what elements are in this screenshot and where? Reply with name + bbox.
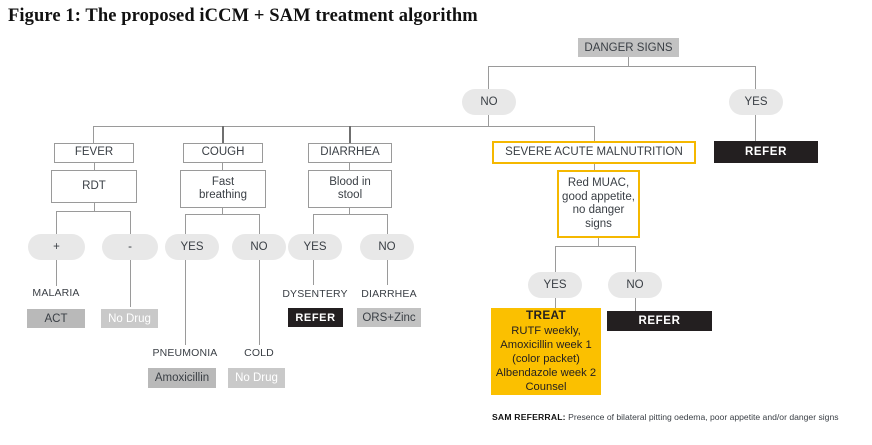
connector-cough-test-stem <box>222 208 223 214</box>
connector-no-stem <box>488 115 489 126</box>
result-diarrhea-yes: YES <box>288 234 342 260</box>
treatment-ors-zinc: ORS+Zinc <box>357 308 421 327</box>
footnote-label: SAM REFERRAL: <box>492 412 566 422</box>
node-refer-danger-signs: REFER <box>714 141 818 163</box>
treat-line2: Amoxicillin week 1 <box>500 338 592 351</box>
connector-rdt-bus <box>56 211 131 212</box>
treat-header: TREAT <box>526 308 566 323</box>
connector-dysentery-stem <box>313 260 314 285</box>
footnote: SAM REFERRAL: Presence of bilateral pitt… <box>492 412 839 422</box>
outcome-cold: COLD <box>244 347 274 359</box>
connector-rdt-stem <box>94 203 95 211</box>
outcome-pneumonia: PNEUMONIA <box>152 347 218 359</box>
outcome-diarrhea-simple: DIARRHEA <box>361 288 417 300</box>
outcome-malaria: MALARIA <box>32 287 80 299</box>
cough-test-line2: breathing <box>199 189 247 201</box>
connector-cough-to-test <box>222 163 223 170</box>
connector-bus-to-sam <box>594 126 595 141</box>
sam-criteria-line2: good appetite, <box>562 190 635 203</box>
footnote-text: Presence of bilateral pitting oedema, po… <box>565 412 839 422</box>
decision-no: NO <box>462 89 516 115</box>
connector-sam-to-yes <box>555 246 556 272</box>
result-rdt-negative: - <box>102 234 158 260</box>
node-diarrhea: DIARRHEA <box>308 143 392 163</box>
outcome-dysentery: DYSENTERY <box>282 288 348 300</box>
result-rdt-positive: + <box>28 234 85 260</box>
connector-sam-no-to-refer <box>635 298 636 311</box>
connector-cough-bus <box>185 214 260 215</box>
figure-title: Figure 1: The proposed iCCM + SAM treatm… <box>8 6 478 26</box>
diarrhea-test-line1: Blood in <box>329 175 371 188</box>
node-danger-signs: DANGER SIGNS <box>578 38 679 57</box>
result-diarrhea-no: NO <box>360 234 414 260</box>
treatment-amoxicillin: Amoxicillin <box>148 368 216 388</box>
connector-sam-yes-to-treat <box>555 298 556 308</box>
node-sam-refer: REFER <box>607 311 712 331</box>
connector-cough-to-no <box>259 214 260 234</box>
node-sam-treat: TREAT RUTF weekly, Amoxicillin week 1 (c… <box>491 308 601 395</box>
result-cough-no: NO <box>232 234 286 260</box>
connector-root-stem <box>628 57 629 66</box>
connector-root-to-yes <box>755 66 756 89</box>
connector-positive-to-malaria <box>56 260 57 286</box>
connector-diarrhea-to-yes <box>313 214 314 234</box>
treatment-act: ACT <box>27 309 85 328</box>
treat-line5: Counsel <box>525 381 567 394</box>
result-cough-yes: YES <box>165 234 219 260</box>
connector-bus-to-cough <box>222 126 224 143</box>
node-severe-acute-malnutrition: SEVERE ACUTE MALNUTRITION <box>492 141 696 164</box>
sam-criteria-line1: Red MUAC, <box>567 177 630 189</box>
connector-bus-to-fever <box>93 126 94 143</box>
node-sam-criteria: Red MUAC, good appetite, no danger signs <box>557 170 640 238</box>
diarrhea-test-line2: stool <box>337 189 363 201</box>
connector-rdt-to-negative <box>130 211 131 234</box>
connector-cough-yes-to-pneumonia <box>185 260 186 345</box>
treatment-cold-no-drug: No Drug <box>228 368 285 388</box>
connector-sam-criteria-stem <box>598 238 599 246</box>
node-cough-fast-breathing: Fast breathing <box>180 170 266 208</box>
treat-line3: (color packet) <box>512 353 580 365</box>
treat-line4: Albendazole week 2 <box>495 367 597 380</box>
connector-root-split <box>488 66 756 67</box>
connector-negative-to-nodrug <box>130 260 131 307</box>
connector-diarrhea-to-test <box>349 163 350 170</box>
cough-test-line1: Fast <box>211 175 235 188</box>
result-sam-no: NO <box>608 272 662 298</box>
connector-cough-no-to-cold <box>259 260 260 345</box>
connector-cough-to-yes <box>185 214 186 234</box>
sam-criteria-line3: no danger <box>572 204 625 216</box>
connector-yes-to-refer <box>755 115 756 141</box>
connector-diarrhea-to-no <box>387 214 388 234</box>
decision-yes: YES <box>729 89 783 115</box>
node-diarrhea-blood-in-stool: Blood in stool <box>308 170 392 208</box>
connector-rdt-to-positive <box>56 211 57 234</box>
connector-diarrhea-bus <box>313 214 388 215</box>
connector-sam-to-no <box>635 246 636 272</box>
connector-root-to-no <box>488 66 489 89</box>
connector-diarrhea-test-stem <box>349 208 350 214</box>
connector-fever-to-rdt <box>94 163 95 170</box>
treat-line1: RUTF weekly, <box>511 324 581 337</box>
connector-sam-to-criteria <box>594 164 595 170</box>
node-fever-rdt: RDT <box>51 170 137 203</box>
connector-no-bus <box>93 126 594 127</box>
result-sam-yes: YES <box>528 272 582 298</box>
connector-bus-to-diarrhea <box>349 126 351 143</box>
sam-criteria-line4: signs <box>585 217 612 230</box>
connector-sam-bus <box>555 246 635 247</box>
node-cough: COUGH <box>183 143 263 163</box>
node-fever: FEVER <box>54 143 134 163</box>
treatment-fever-no-drug: No Drug <box>101 309 158 328</box>
treatment-dysentery-refer: REFER <box>288 308 343 327</box>
connector-diarrhea-outcome-stem <box>387 260 388 285</box>
